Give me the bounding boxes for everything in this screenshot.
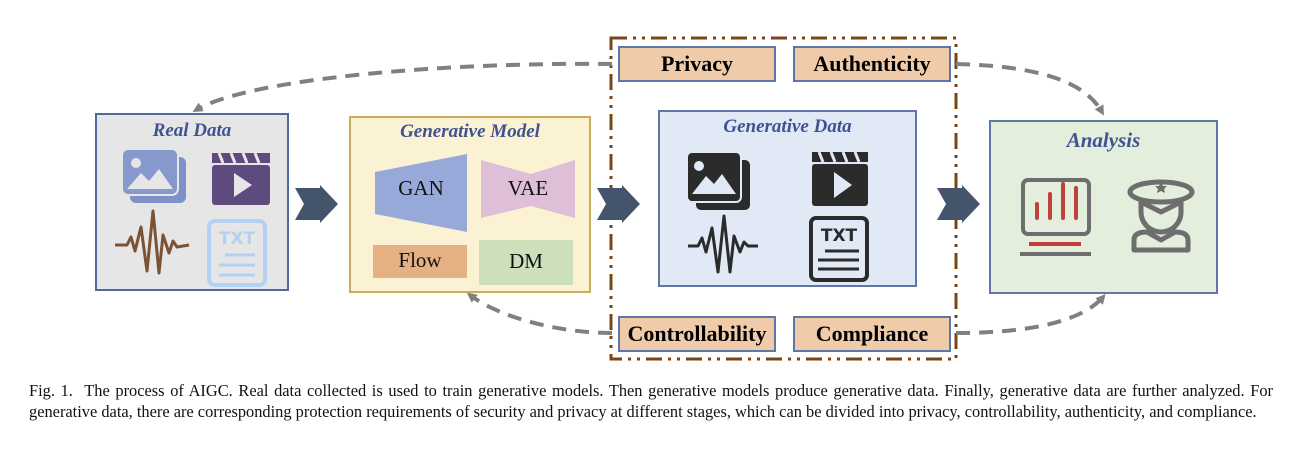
flow-shape bbox=[373, 245, 467, 278]
privacy-requirement-label: Privacy bbox=[618, 46, 776, 82]
dm-shape bbox=[479, 240, 573, 285]
model-label-gan: GAN bbox=[398, 176, 444, 200]
image-stack-icon bbox=[686, 151, 750, 210]
compliance-requirement-label: Compliance bbox=[793, 316, 951, 352]
svg-text:TXT: TXT bbox=[821, 226, 858, 246]
image-stack-icon bbox=[121, 148, 186, 203]
authenticity-requirement-label: Authenticity bbox=[793, 46, 951, 82]
model-label-dm: DM bbox=[509, 249, 543, 273]
audio-wave-icon bbox=[688, 214, 758, 274]
analysis-box: Analysis bbox=[989, 120, 1218, 294]
video-clapper-icon bbox=[812, 151, 868, 206]
monitor-chart-icon bbox=[1020, 178, 1091, 256]
generative-model-title: Generative Model bbox=[400, 121, 540, 142]
officer-icon bbox=[1127, 179, 1195, 253]
figure-caption: Fig. 1. The process of AIGC. Real data c… bbox=[29, 381, 1273, 422]
audio-wave-icon bbox=[115, 209, 190, 275]
vae-shape bbox=[481, 160, 575, 218]
svg-text:TXT: TXT bbox=[219, 229, 256, 249]
flow-arrow-model-to-data bbox=[597, 185, 640, 223]
gan-shape bbox=[375, 154, 467, 232]
generative-model-box: Generative Model GAN VAE Flow DM bbox=[349, 116, 591, 293]
txt-document-icon: TXT bbox=[809, 216, 869, 282]
controllability-to-model-arrow bbox=[466, 292, 613, 335]
real-data-box: Real Data TXT bbox=[95, 113, 289, 291]
connectors-layer bbox=[192, 36, 1106, 361]
analysis-title: Analysis bbox=[1066, 128, 1141, 152]
privacy-to-real-data-arrow bbox=[192, 61, 613, 113]
caption-label: Fig. 1. bbox=[29, 381, 73, 400]
real-data-title: Real Data bbox=[152, 120, 232, 141]
caption-text: The process of AIGC. Real data collected… bbox=[29, 381, 1273, 421]
model-label-vae: VAE bbox=[507, 176, 549, 200]
model-label-flow: Flow bbox=[398, 248, 442, 272]
controllability-requirement-label: Controllability bbox=[618, 316, 776, 352]
video-clapper-icon bbox=[212, 152, 270, 205]
txt-document-icon: TXT bbox=[207, 219, 267, 287]
aigc-process-diagram: Real Data TXT bbox=[95, 36, 1218, 361]
compliance-to-analysis-arrow bbox=[955, 293, 1106, 335]
generative-data-title: Generative Data bbox=[723, 116, 852, 137]
authenticity-to-analysis-arrow bbox=[955, 62, 1104, 116]
flow-arrow-real-to-model bbox=[295, 185, 338, 223]
flow-arrow-data-to-analysis bbox=[937, 185, 980, 223]
generative-data-box: Generative Data TXT bbox=[658, 110, 917, 287]
